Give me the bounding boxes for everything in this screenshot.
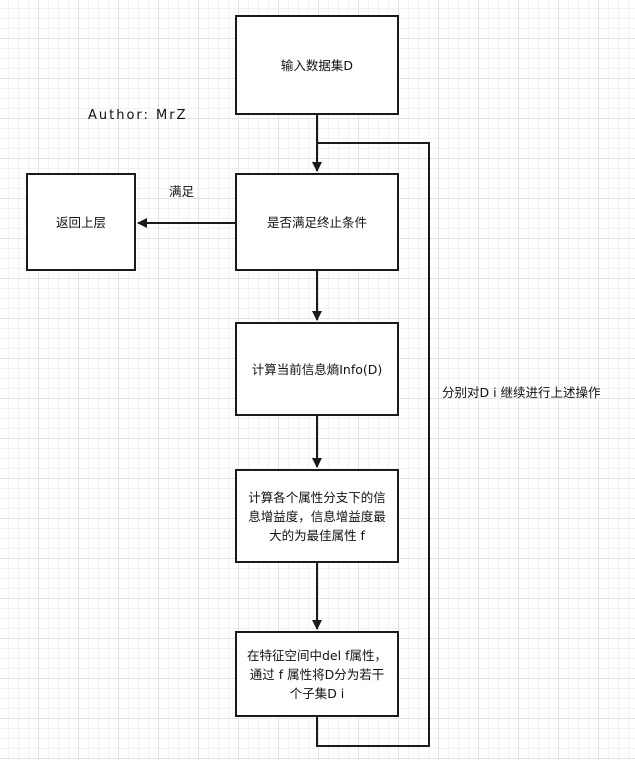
node-termination-check[interactable]: 是否满足终止条件: [235, 173, 399, 271]
satisfied-label: 满足: [169, 184, 195, 199]
node-termination-check-label: 是否满足终止条件: [266, 214, 367, 230]
node-return-upper[interactable]: 返回上层: [26, 173, 136, 271]
node-compute-gain[interactable]: 计算各个属性分支下的信息增益度，信息增益度最大的为最佳属性 f: [235, 469, 399, 563]
node-return-upper-label: 返回上层: [55, 214, 106, 230]
node-compute-entropy[interactable]: 计算当前信息熵Info(D): [235, 322, 399, 416]
node-input-dataset-label: 输入数据集D: [280, 57, 354, 73]
loop-label: 分别对D i 继续进行上述操作: [442, 385, 601, 400]
loop-back-connector: [316, 142, 430, 747]
node-split-dataset-label: 在特征空间中del f属性，通过 f 属性将D分为若干个子集D i: [247, 647, 387, 701]
author-label: Author: MrZ: [88, 108, 188, 123]
node-compute-entropy-label: 计算当前信息熵Info(D): [251, 361, 383, 377]
node-compute-gain-label: 计算各个属性分支下的信息增益度，信息增益度最大的为最佳属性 f: [248, 489, 386, 543]
node-split-dataset[interactable]: 在特征空间中del f属性，通过 f 属性将D分为若干个子集D i: [235, 631, 399, 717]
node-input-dataset[interactable]: 输入数据集D: [235, 15, 399, 115]
